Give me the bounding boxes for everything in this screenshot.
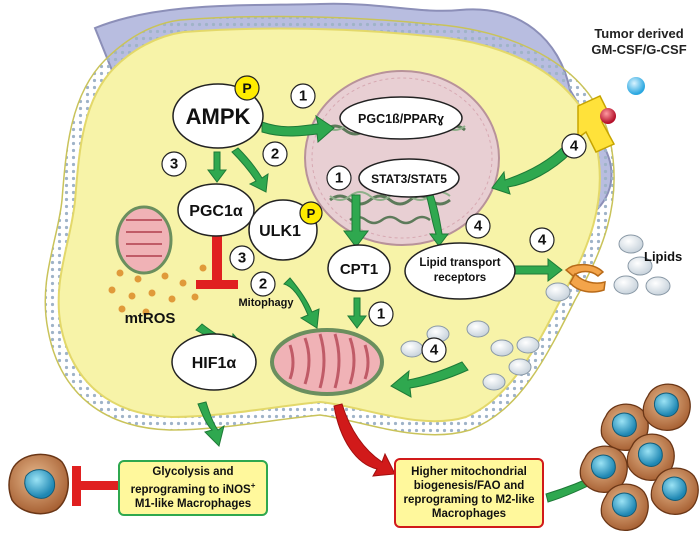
mtros-particles <box>108 264 207 316</box>
svg-text:4: 4 <box>430 342 439 359</box>
pgc1a-label: PGC1α <box>189 203 243 220</box>
hif1a-node: HIF1α <box>171 333 257 391</box>
inhibition-m1 <box>72 466 122 506</box>
m2-red-arrow <box>333 403 396 477</box>
hif1a-label: HIF1α <box>192 355 237 372</box>
svg-text:P: P <box>242 80 251 96</box>
tumor-derived-label: Tumor derived GM-CSF/G-CSF <box>591 26 687 57</box>
svg-text:4: 4 <box>538 232 547 249</box>
svg-text:P: P <box>307 206 316 221</box>
mitophagy-label: Mitophagy <box>239 297 295 309</box>
pathway-number-3a: 3 <box>161 151 187 177</box>
pgc1b-ppar-node: PGC1ß/PPARɣ <box>339 96 463 140</box>
svg-text:1: 1 <box>299 88 307 105</box>
mitochondrion-large <box>270 328 384 396</box>
svg-text:2: 2 <box>259 276 267 293</box>
lipid-receptors-label-1: Lipid transport <box>419 257 500 269</box>
lipid-receptors-label-2: receptors <box>434 272 486 284</box>
pathway-number-1b: 1 <box>326 165 352 191</box>
pathway-number-4a: 4 <box>561 133 587 159</box>
ampk-label: AMPK <box>186 104 251 129</box>
m2-outcome-box: Higher mitochondrial biogenesis/FAO and … <box>394 458 544 528</box>
tumor-cell-left <box>8 453 69 515</box>
svg-text:3: 3 <box>238 250 246 267</box>
tumor-cluster-right <box>579 383 699 531</box>
pathway-number-1c: 1 <box>368 301 394 327</box>
cpt1-node: CPT1 <box>327 244 391 292</box>
pgc1a-node: PGC1α <box>177 183 255 237</box>
svg-text:1: 1 <box>377 306 385 323</box>
pathway-number-1a: 1 <box>290 83 316 109</box>
pathway-number-2a: 2 <box>262 141 288 167</box>
lipid-transporter-icon <box>564 263 606 293</box>
pgc1b-ppar-label: PGC1ß/PPARɣ <box>358 112 444 126</box>
ampk-phospho-badge: P <box>234 75 260 101</box>
ulk1-phospho-badge: P <box>299 201 323 225</box>
extracellular-lipids <box>545 234 671 302</box>
pathway-number-2b: 2 <box>250 271 276 297</box>
mtros-label: mtROS <box>125 310 176 327</box>
ulk1-label: ULK1 <box>259 223 301 240</box>
svg-text:4: 4 <box>570 138 579 155</box>
mitochondrion-small <box>115 205 173 275</box>
inhibition-pgc1a <box>196 236 238 289</box>
stat-label: STAT3/STAT5 <box>371 172 447 186</box>
svg-text:2: 2 <box>271 146 279 163</box>
pathway-number-4c: 4 <box>529 227 555 253</box>
svg-text:1: 1 <box>335 170 343 187</box>
stat-node: STAT3/STAT5 <box>358 158 460 198</box>
pathway-number-3b: 3 <box>229 245 255 271</box>
cpt1-label: CPT1 <box>340 261 378 278</box>
pathway-number-4d: 4 <box>421 337 447 363</box>
m1-outcome-box: Glycolysis and reprograming to iNOS+ M1-… <box>118 460 268 516</box>
pathway-number-4b: 4 <box>465 213 491 239</box>
pathway-numbers: 1 1 1 2 2 3 3 4 4 4 4 <box>161 83 587 363</box>
svg-text:4: 4 <box>474 218 483 235</box>
lipid-receptors-node: Lipid transport receptors <box>404 242 516 300</box>
ampk-node: AMPK <box>172 83 264 149</box>
lipids-label: Lipids <box>644 249 682 264</box>
svg-text:3: 3 <box>170 156 178 173</box>
